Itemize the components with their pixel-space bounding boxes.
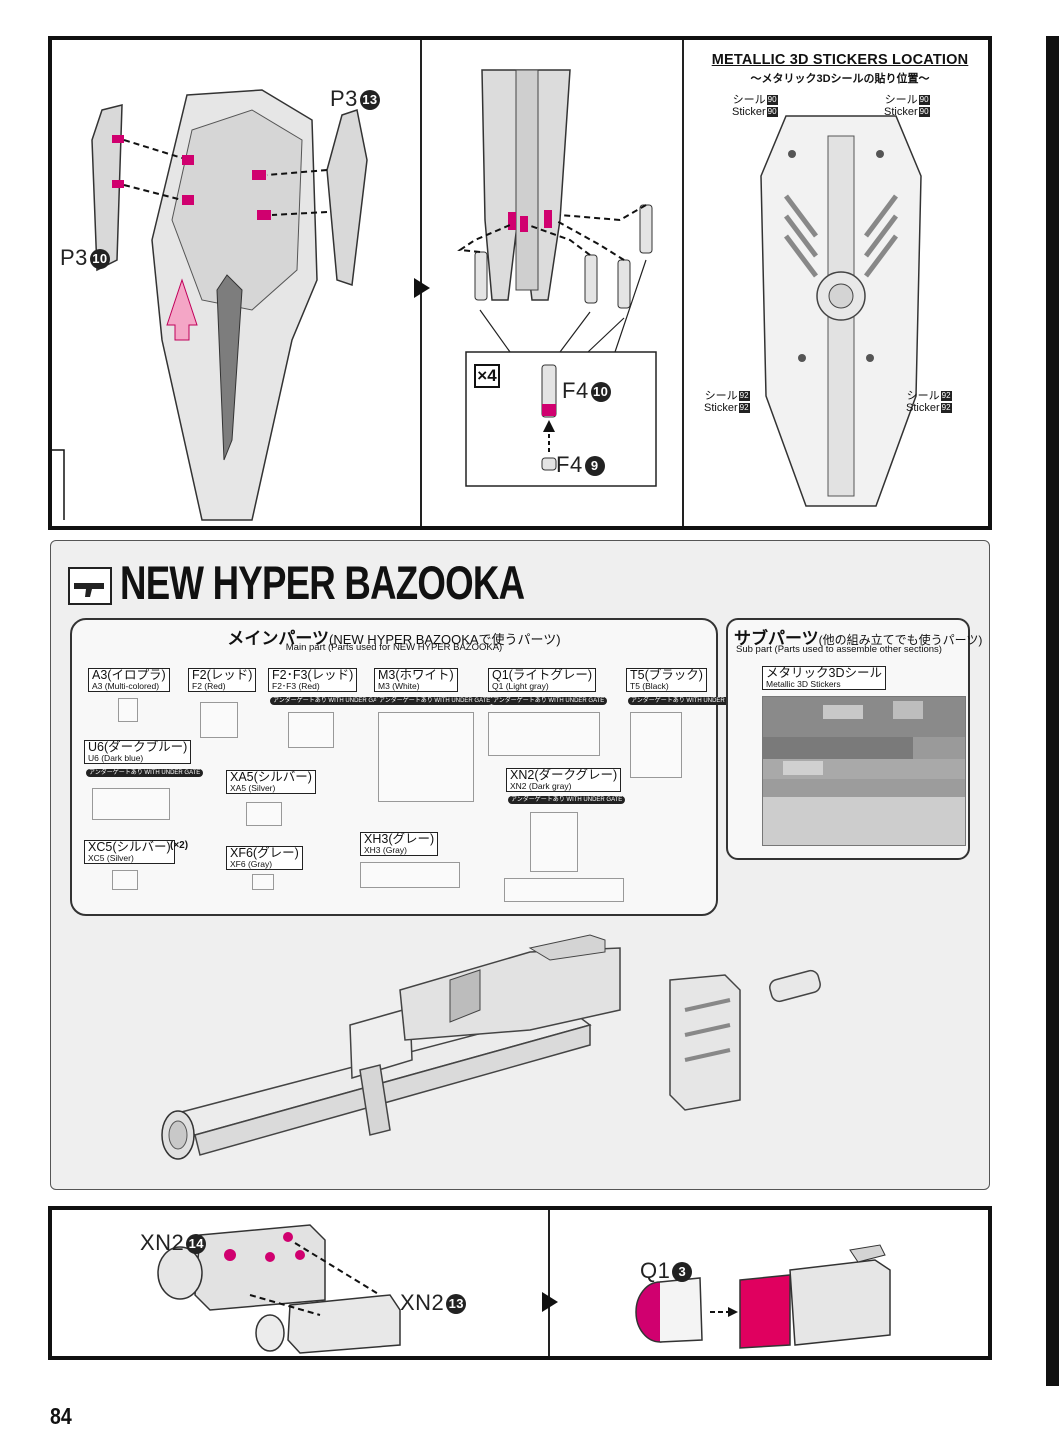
runner-thumbnail-u6 <box>92 788 170 820</box>
sub-parts-subtitle: Sub part (Parts used to assemble other s… <box>736 644 942 655</box>
runner-thumbnail-f2 <box>200 702 238 738</box>
runner-thumbnail-xf6 <box>252 874 274 890</box>
under-gate-badge: アンダーゲートあり WITH UNDER GATE <box>376 697 494 705</box>
runner-thumbnail-xh3 <box>360 862 460 888</box>
runner-thumbnail-xa5 <box>246 802 282 826</box>
under-gate-badge: アンダーゲートあり WITH UNDER GATE <box>86 769 204 777</box>
sticker-location-title: METALLIC 3D STICKERS LOCATION <box>711 52 969 68</box>
runner-thumbnail-xc5 <box>112 870 138 890</box>
runner-thumbnail-q1 <box>488 712 600 756</box>
bazooka-illustration <box>161 934 821 1160</box>
runner-label-q1: Q1(ライトグレー)Q1 (Light gray) <box>488 668 597 692</box>
shield-assembly-illustration <box>52 89 368 521</box>
runner-thumbnail-t5 <box>630 712 682 778</box>
runner-label-t5: T5(ブラック)T5 (Black) <box>626 668 707 692</box>
under-gate-badge: アンダーゲートあり WITH UNDER GATE <box>508 796 626 804</box>
barrel-joint-assembly-illustration <box>157 1224 401 1354</box>
sticker-divider <box>682 40 684 526</box>
runner-thumbnail-xn2-b <box>504 878 624 902</box>
metallic-sticker-sheet <box>762 696 966 846</box>
runner-label-a3: A3(イロプラ)A3 (Multi-colored) <box>88 668 170 692</box>
section-title: NEW HYPER BAZOOKA <box>120 556 525 609</box>
runner-thumbnail-a3 <box>118 698 138 722</box>
main-parts-subtitle: Main part (Parts used for NEW HYPER BAZO… <box>285 642 503 653</box>
cylinder-assembly-illustration <box>457 69 657 487</box>
shield-sticker-diagram <box>760 115 922 507</box>
runner-thumbnail-xn2 <box>530 812 578 872</box>
next-step-arrow-icon <box>414 278 430 298</box>
sub-parts-title: サブパーツ(他の組み立てでも使うパーツ) <box>734 629 983 648</box>
runner-label-xa5: XA5(シルバー)XA5 (Silver) <box>226 770 316 794</box>
step-divider <box>548 1210 550 1356</box>
runner-label-f2: F2(レッド)F2 (Red) <box>188 668 257 692</box>
under-gate-badge: アンダーゲートあり WITH UNDER GATE <box>270 697 388 705</box>
runner-label-xf6: XF6(グレー)XF6 (Gray) <box>226 846 303 870</box>
runner-label-f2-f3: F2･F3(レッド)F2･F3 (Red) <box>268 668 358 692</box>
xc5-quantity: (×2) <box>170 840 189 851</box>
page-number: 84 <box>50 1403 72 1429</box>
runner-thumbnail-f2-f3 <box>288 712 334 748</box>
next-step-arrow-icon <box>542 1292 558 1312</box>
runner-label-m3: M3(ホワイト)M3 (White) <box>374 668 458 692</box>
sticker-location-subtitle: ～メタリック3Dシールの貼り位置～ <box>750 73 930 85</box>
under-gate-badge: アンダーゲートあり WITH UNDER GATE <box>628 697 746 705</box>
quantity-multiplier: ×4 <box>474 364 500 388</box>
under-gate-badge: アンダーゲートあり WITH UNDER GATE <box>490 697 608 705</box>
bazooka-icon <box>68 567 112 605</box>
runner-thumbnail-m3 <box>378 712 474 802</box>
runner-label-u6: U6(ダークブルー)U6 (Dark blue) <box>84 740 192 764</box>
main-parts-title: メインパーツ(NEW HYPER BAZOOKAで使うパーツ) <box>227 629 561 648</box>
runner-label-xn2: XN2(ダークグレー)XN2 (Dark gray) <box>506 768 622 792</box>
adjacent-page-edge <box>1046 36 1059 1386</box>
runner-label-xc5: XC5(シルバー)XC5 (Silver) <box>84 840 175 864</box>
runner-label-xh3: XH3(グレー)XH3 (Gray) <box>360 832 439 856</box>
